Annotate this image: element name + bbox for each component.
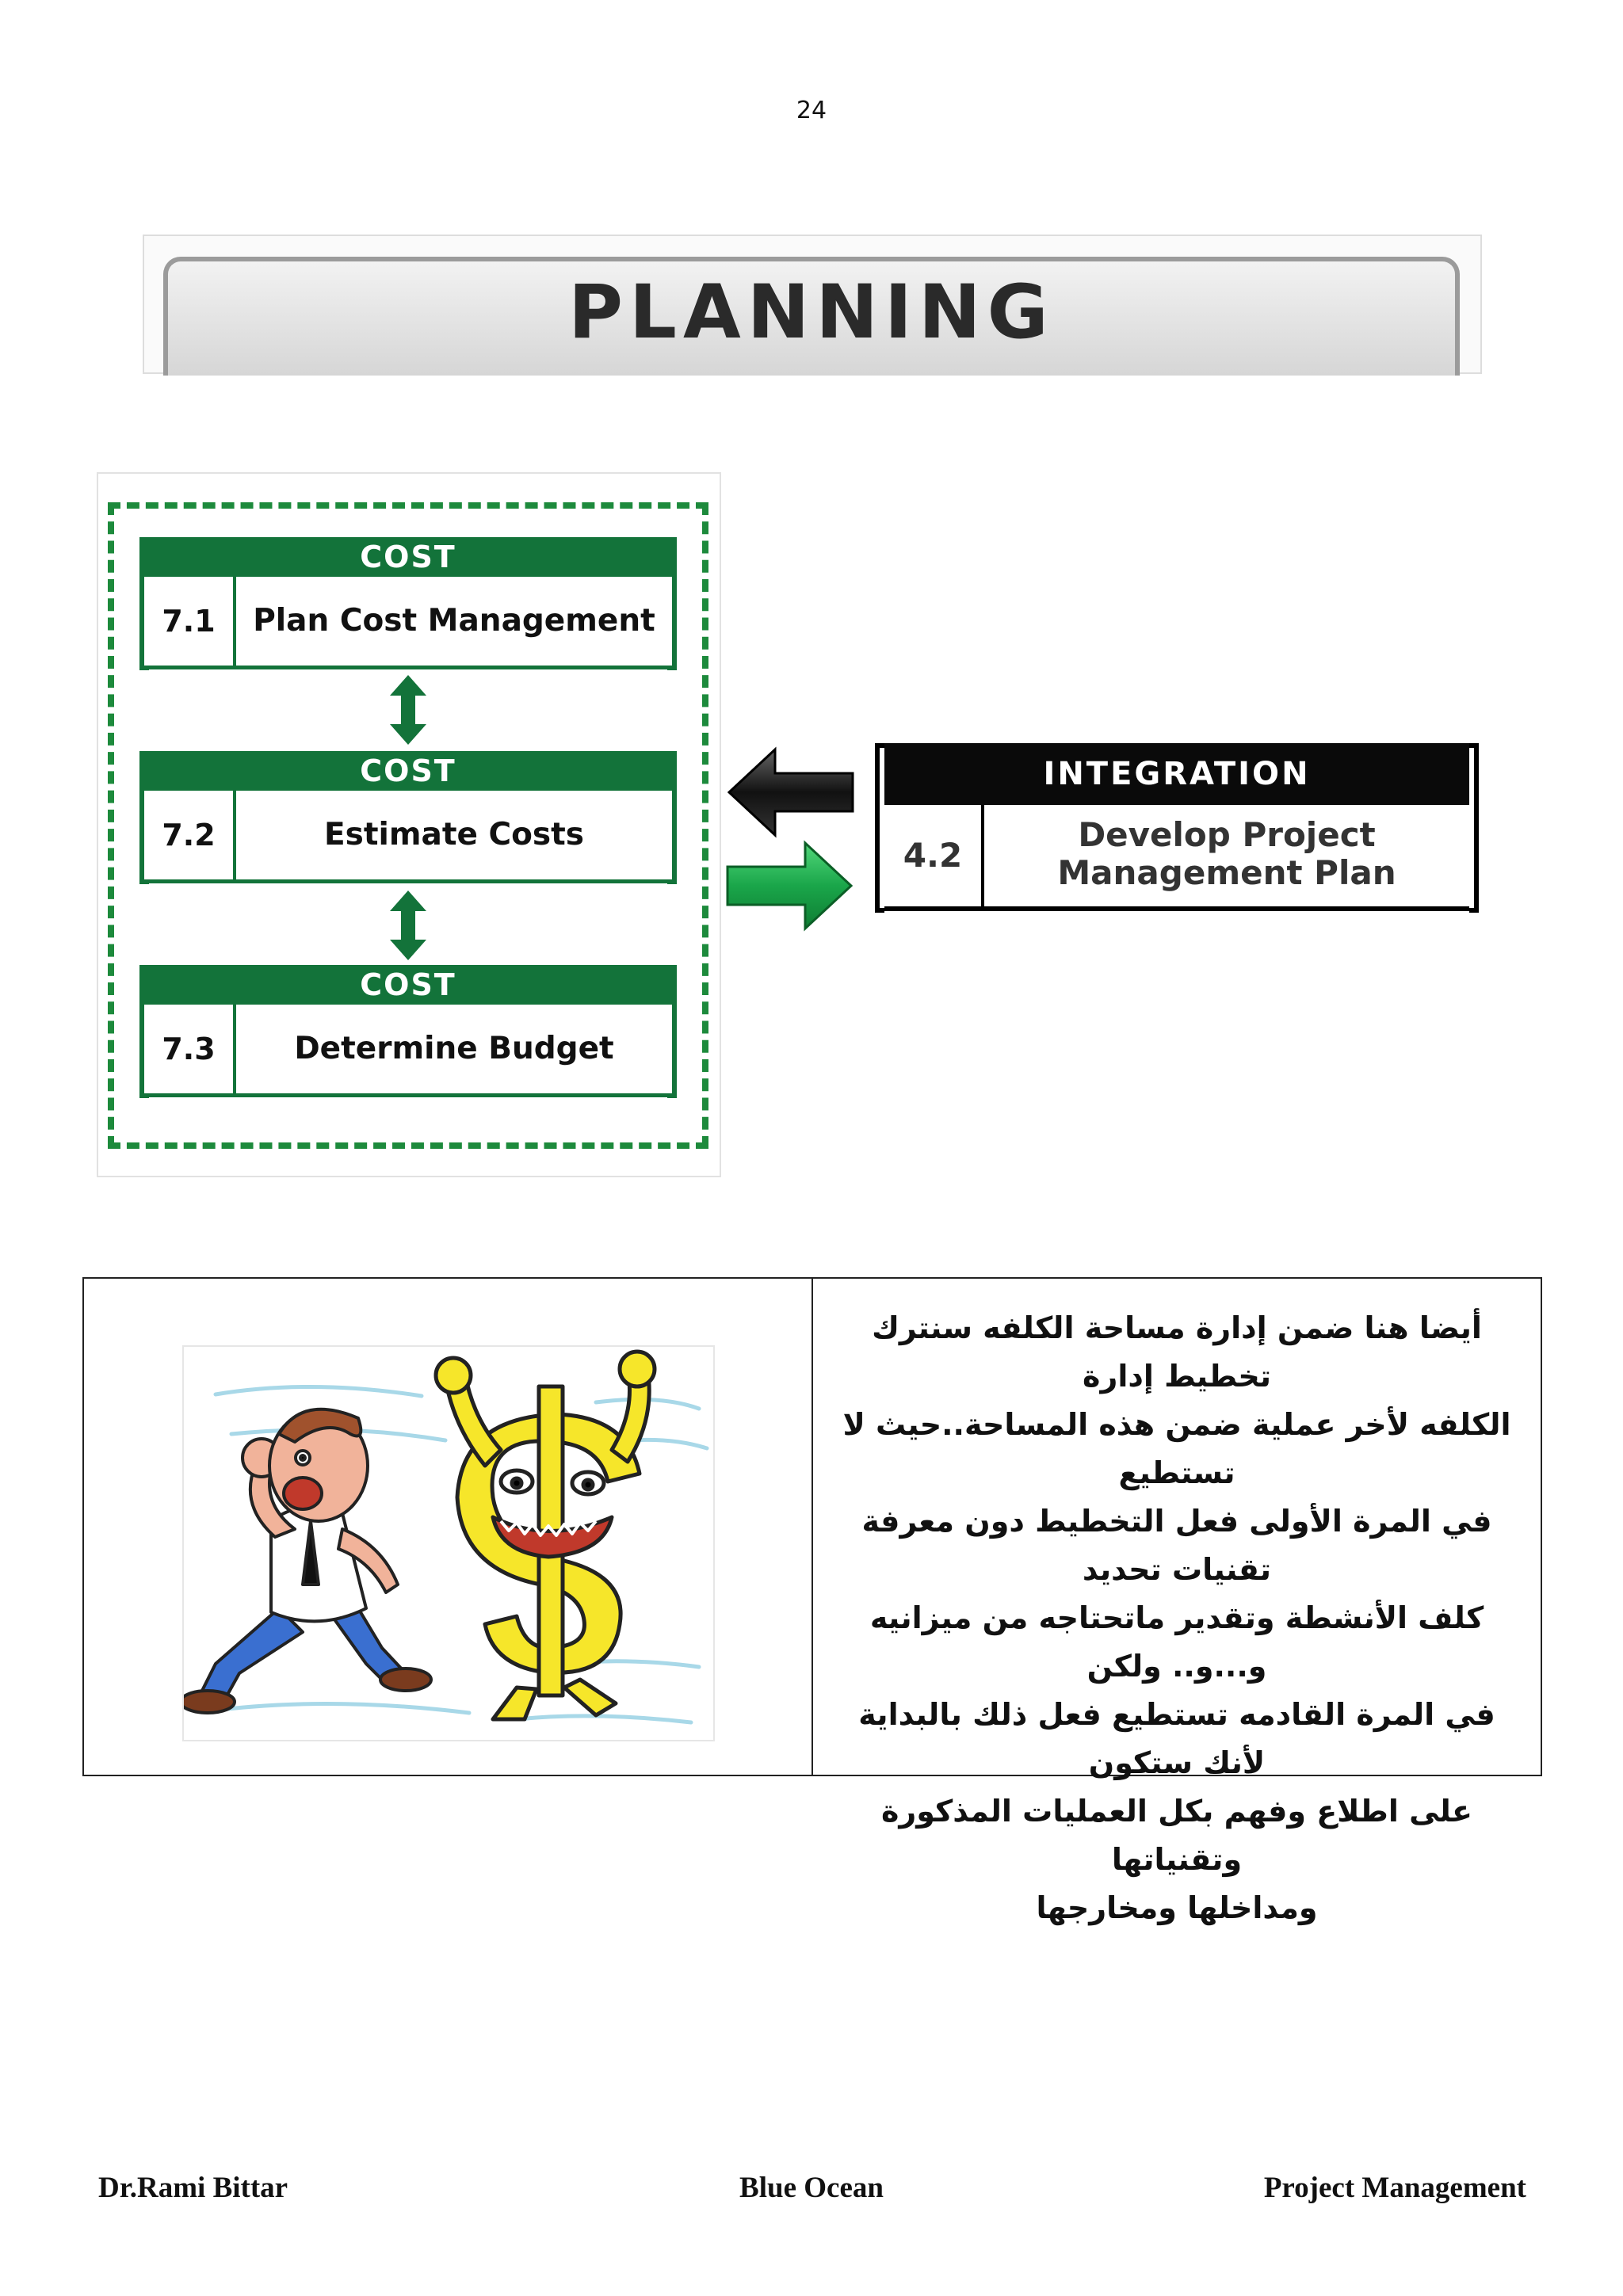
process-number: 7.3 (144, 1005, 236, 1093)
banner-bar (163, 257, 1460, 376)
process-number: 7.1 (144, 577, 236, 666)
page-number: 24 (796, 97, 827, 124)
process-name: Determine Budget (294, 1031, 614, 1066)
integration-name-line: Management Plan (1057, 853, 1396, 892)
integration-body: 4.2 Develop Project Management Plan (884, 805, 1469, 911)
footer-brand: Blue Ocean (739, 2172, 884, 2204)
arabic-line: الكلفه لأخر عملية ضمن هذه المساحة..حيث ل… (842, 1407, 1511, 1490)
arabic-line: في المرة القادمه تستطيع فعل ذلك بالبداية… (858, 1697, 1495, 1780)
integration-number: 4.2 (884, 805, 984, 906)
bracket-right (1469, 743, 1479, 913)
process-body: 7.1 Plan Cost Management (144, 577, 672, 669)
bracket-left (875, 743, 884, 913)
integration-process-box: INTEGRATION 4.2 Develop Project Manageme… (875, 743, 1479, 913)
cost-diagram-frame (97, 472, 721, 1177)
man-chased-by-dollar-icon (184, 1349, 709, 1725)
cost-process-box: COST 7.2 Estimate Costs (139, 751, 677, 884)
double-arrow-icon (390, 675, 426, 745)
footer-author: Dr.Rami Bittar (98, 2172, 288, 2204)
integration-name-line: Develop Project (1078, 815, 1376, 854)
bracket-right (667, 751, 677, 884)
banner-title: PLANNING (568, 269, 1055, 356)
cartoon-frame (182, 1345, 715, 1741)
arabic-line: في المرة الأولى فعل التخطيط دون معرفة تق… (861, 1504, 1492, 1587)
integration-name: Develop Project Management Plan (984, 816, 1469, 903)
table-divider (812, 1277, 813, 1776)
right-arrow-icon (726, 840, 854, 932)
arabic-paragraph: أيضا هنا ضمن إدارة مساحة الكلفه سنترك تخ… (824, 1304, 1529, 1932)
arabic-line: أيضا هنا ضمن إدارة مساحة الكلفه سنترك تخ… (872, 1310, 1482, 1394)
arabic-line: كلف الأنشطة وتقدير ماتحتاجه من ميزانيه و… (869, 1600, 1484, 1684)
double-arrow-icon (390, 891, 426, 960)
process-area-header: COST (144, 751, 672, 791)
process-area-header: COST (144, 965, 672, 1005)
process-number: 7.2 (144, 791, 236, 879)
left-arrow-icon (727, 746, 854, 838)
footer-subject: Project Management (1263, 2172, 1526, 2204)
arabic-line: على اطلاع وفهم بكل العمليات المذكورة وتق… (880, 1794, 1472, 1877)
process-name: Plan Cost Management (253, 603, 655, 639)
process-name: Estimate Costs (324, 817, 584, 852)
bracket-right (667, 537, 677, 670)
process-body: 7.2 Estimate Costs (144, 791, 672, 883)
bracket-right (667, 965, 677, 1098)
cost-dashed-border (108, 502, 708, 1149)
integration-header: INTEGRATION (884, 743, 1469, 805)
arabic-line: ومداخلها ومخارجها (1036, 1890, 1318, 1925)
cost-process-box: COST 7.1 Plan Cost Management (139, 537, 677, 670)
process-body: 7.3 Determine Budget (144, 1005, 672, 1097)
process-area-header: COST (144, 537, 672, 577)
cost-process-box: COST 7.3 Determine Budget (139, 965, 677, 1098)
